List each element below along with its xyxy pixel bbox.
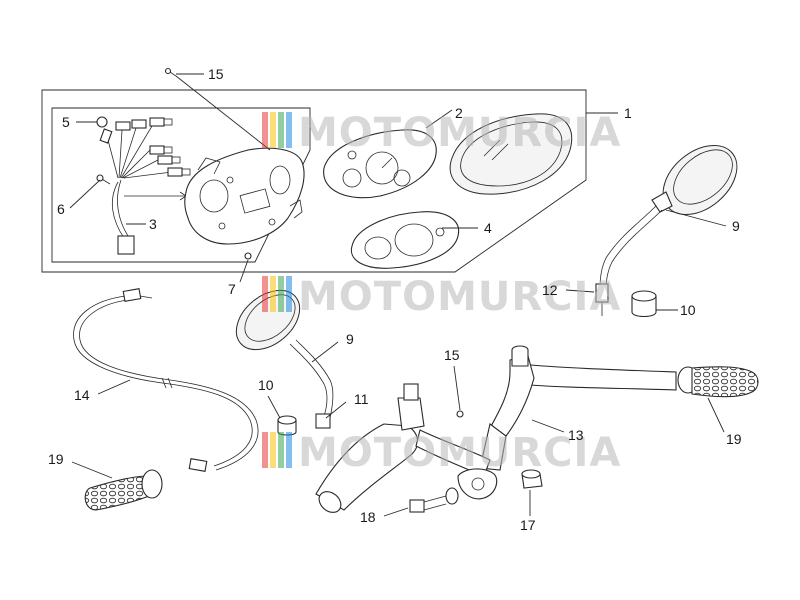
instrument-bezel: [350, 211, 460, 269]
right-mirror: [595, 145, 738, 316]
callout-9-lower: 9: [346, 331, 354, 347]
callout-5: 5: [62, 114, 70, 130]
instrument-housing: [184, 147, 305, 245]
watermark-bottom: MOTOMURCIA: [262, 430, 621, 476]
watermark-text: MOTOMURCIA: [298, 430, 621, 476]
speedometer-cable: [73, 288, 259, 472]
watermark-top: MOTOMURCIA: [262, 110, 621, 156]
screw-5: [96, 116, 108, 128]
callout-1: 1: [624, 105, 632, 121]
watermark-text: MOTOMURCIA: [298, 110, 621, 156]
instrument-cluster-frame: [41, 89, 587, 273]
callout-10-lower: 10: [258, 377, 274, 393]
wiring-harness: [99, 117, 191, 255]
callout-17: 17: [520, 517, 536, 533]
callout-labels: 1 2 3 4 5 6 7 9 9 10 10 11 12 13 14 15 1…: [48, 66, 742, 533]
callout-11: 11: [354, 391, 369, 407]
callout-7: 7: [228, 281, 236, 297]
instrument-glass: [449, 113, 573, 195]
screw-7: [244, 252, 252, 260]
callout-19-left: 19: [48, 451, 64, 467]
nut-10-upper: [631, 290, 657, 318]
leader-lines: [69, 73, 727, 517]
watermark-middle: MOTOMURCIA: [262, 274, 621, 320]
nut-17: [521, 469, 543, 489]
callout-19-right: 19: [726, 431, 742, 447]
callout-2: 2: [455, 105, 463, 121]
callout-15-top: 15: [208, 66, 224, 82]
callout-6: 6: [57, 201, 65, 217]
callout-13: 13: [568, 427, 584, 443]
callout-18: 18: [360, 509, 376, 525]
callout-14: 14: [74, 387, 90, 403]
bolt-18: [409, 487, 459, 513]
callout-9-upper: 9: [732, 218, 740, 234]
callout-15-mid: 15: [444, 347, 460, 363]
callout-10-upper: 10: [680, 302, 696, 318]
screw-15-mid: [456, 410, 464, 418]
screw-15-top: [164, 67, 177, 77]
steering-tube: [315, 383, 498, 513]
right-grip: [677, 366, 759, 398]
callout-4: 4: [484, 220, 492, 236]
left-grip: [84, 469, 163, 511]
callout-12: 12: [542, 282, 558, 298]
screw-6: [96, 174, 111, 185]
callout-3: 3: [149, 216, 157, 232]
dial-face: [323, 129, 437, 199]
watermark-text: MOTOMURCIA: [298, 274, 621, 320]
